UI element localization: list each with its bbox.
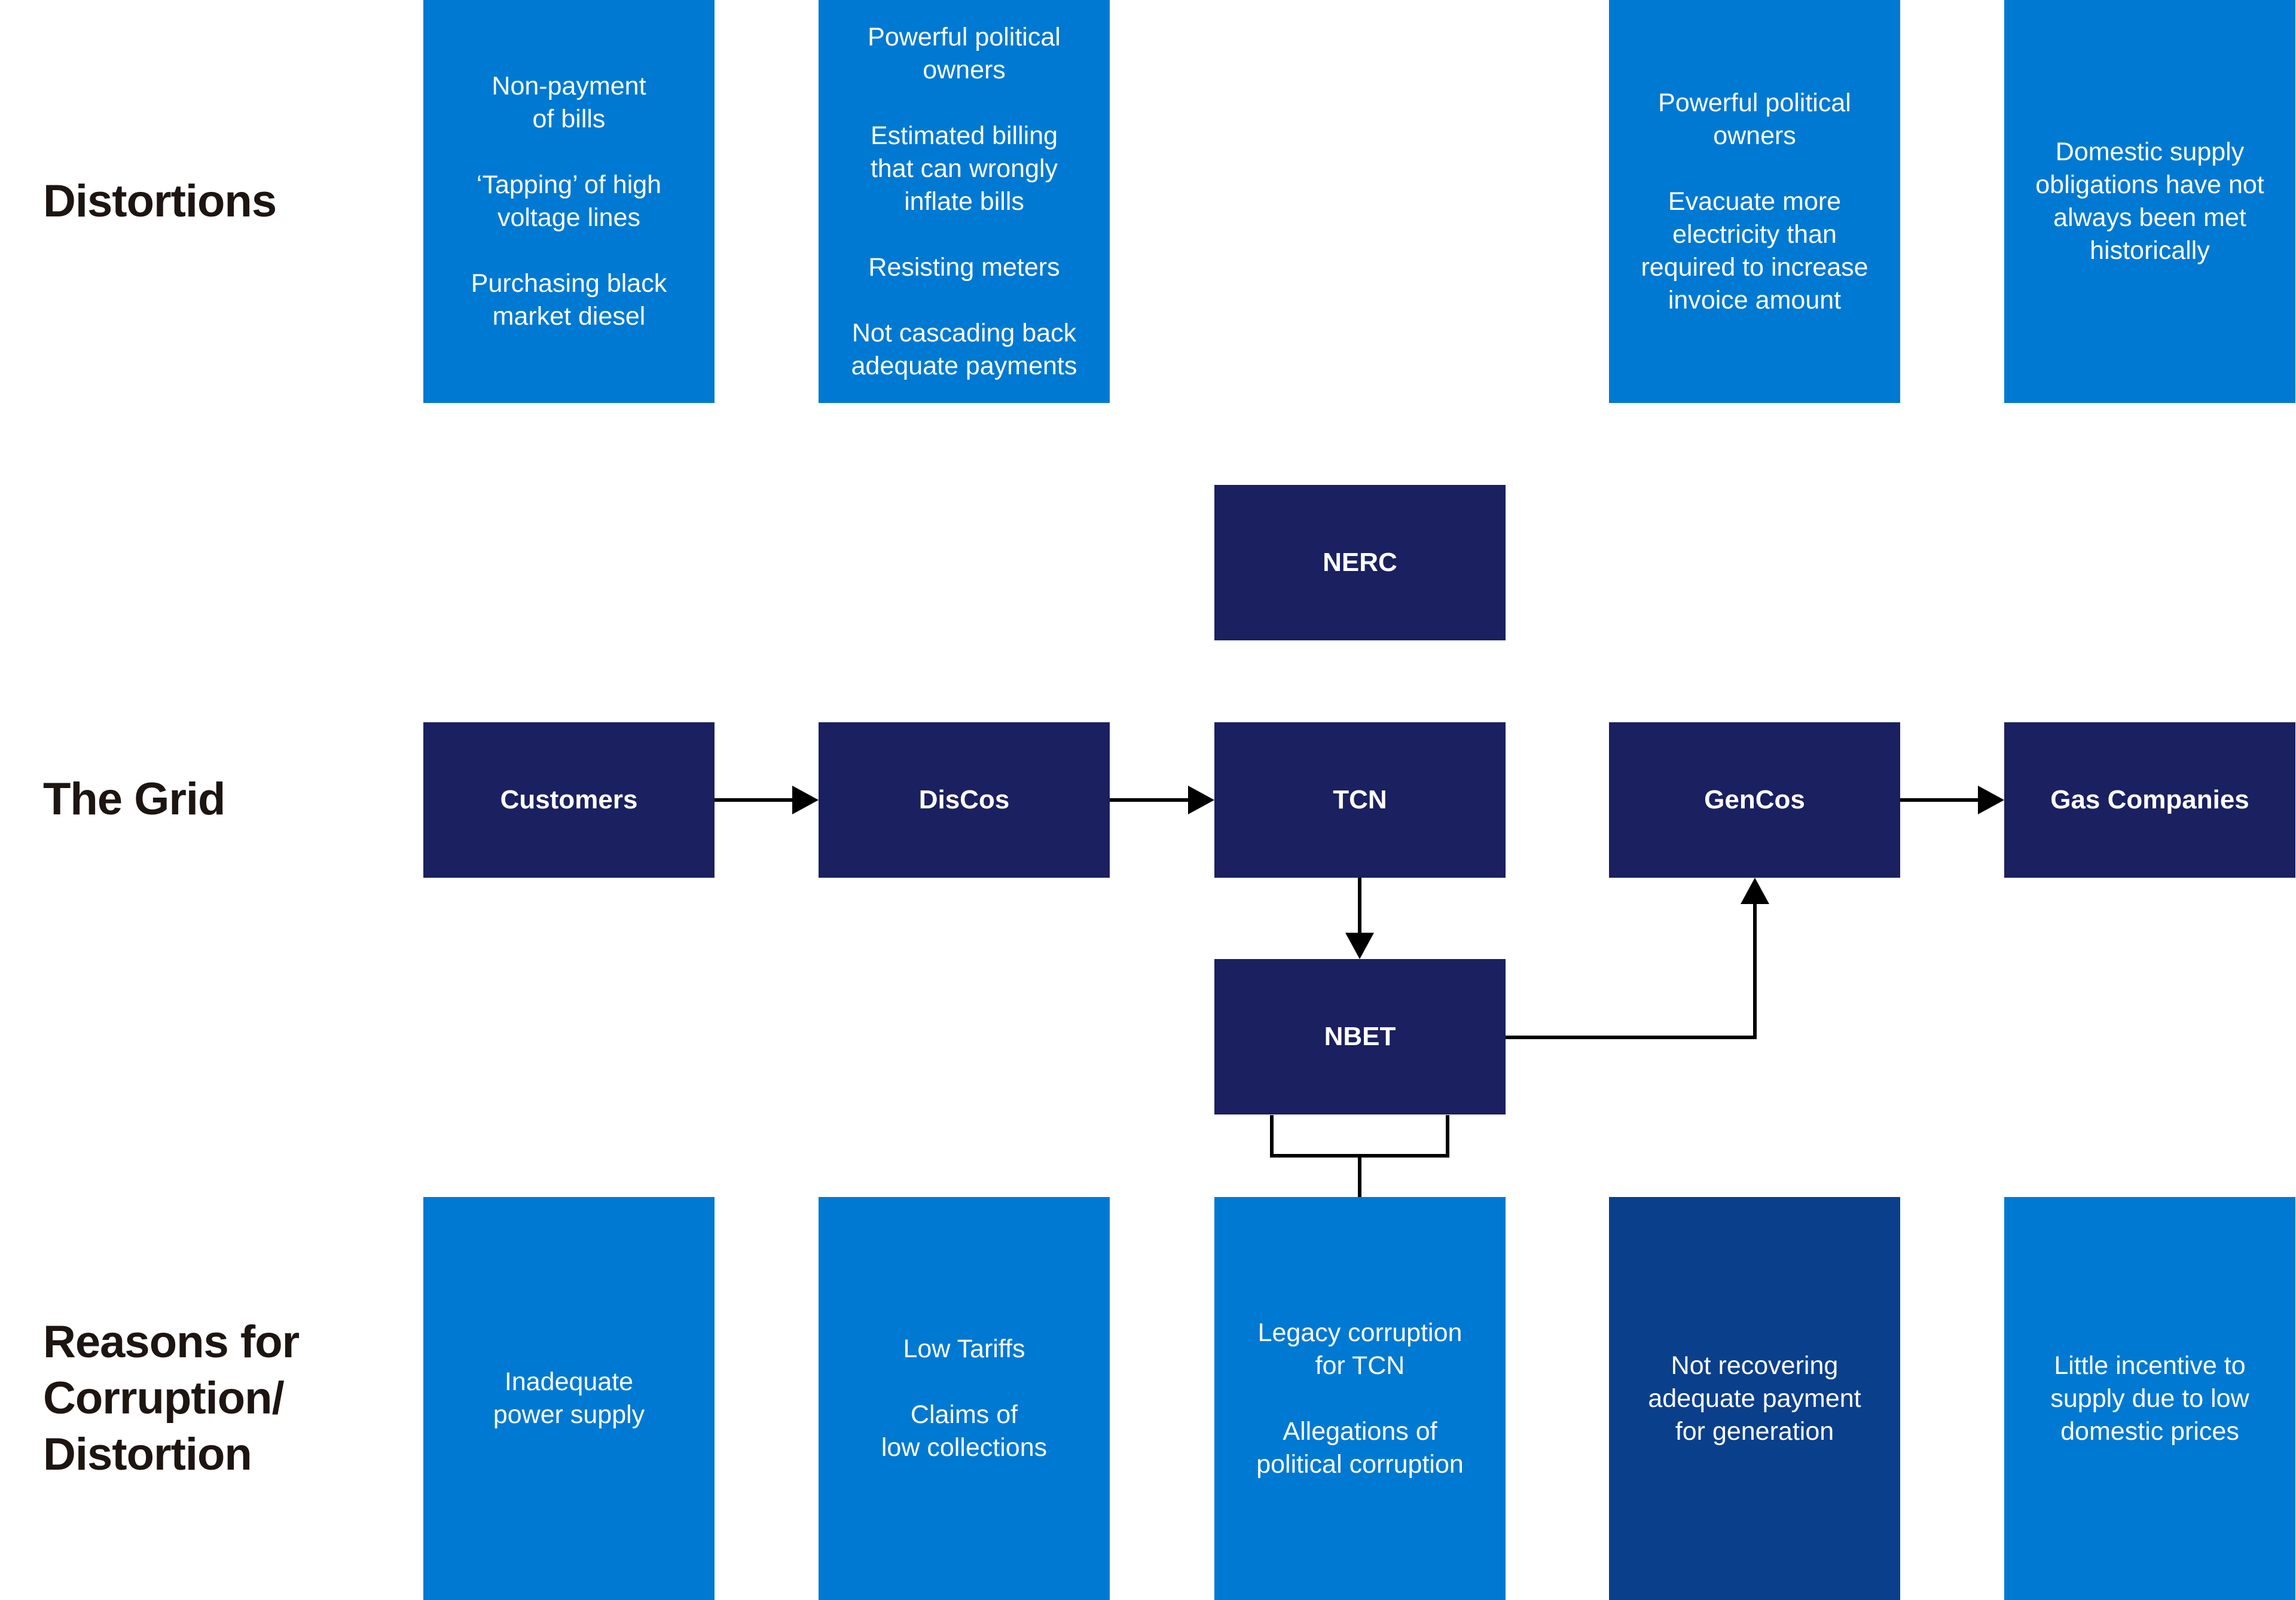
arrowhead-tcn — [1188, 786, 1214, 814]
box-text-line: Powerful political — [1658, 88, 1851, 117]
row-label-distortions: Distortions — [43, 173, 277, 230]
distortion-box-gas-companies: Domestic supply obligations have not alway… — [2004, 0, 2295, 403]
box-text-line: inflate bills — [904, 187, 1024, 216]
arrowhead-nbet — [1345, 933, 1374, 959]
box-text-line: adequate payments — [851, 351, 1077, 380]
box-paragraph: Not recovering adequate payment for genera… — [1648, 1349, 1861, 1448]
box-paragraph: Powerful political owners — [868, 21, 1061, 87]
box-text-line: owners — [1713, 121, 1796, 150]
box-text-line: of bills — [532, 105, 606, 133]
box-paragraph: Estimated billing that can wrongly inflate… — [871, 120, 1058, 218]
arrowhead-gas — [1978, 786, 2004, 814]
box-text-line: Little incentive to — [2054, 1351, 2246, 1380]
entity-gencos: GenCos — [1609, 722, 1900, 878]
box-text-line: voltage lines — [497, 203, 641, 232]
box-text-line: obligations have not — [2035, 170, 2264, 199]
label-line: Corruption/ — [43, 1373, 285, 1424]
reason-box-customers: Inadequate power supply — [423, 1197, 715, 1600]
arrowhead-gencos — [1741, 878, 1769, 904]
box-paragraph: Claims of low collections — [881, 1399, 1047, 1464]
arrow-nbet-to-gencos — [1505, 904, 1757, 1039]
box-text-line: market diesel — [492, 302, 646, 331]
box-text-line: ‘Tapping’ of high — [476, 170, 662, 199]
reason-box-gas-companies: Little incentive to supply due to low dome… — [2004, 1197, 2295, 1600]
bracket-nbet-to-reasons — [1270, 1115, 1449, 1158]
box-text-line: Non-payment — [491, 72, 646, 100]
box-text-line: that can wrongly — [870, 154, 1058, 183]
box-text-line: historically — [2090, 236, 2210, 265]
box-text-line: electricity than — [1672, 219, 1837, 249]
box-paragraph: Powerful political owners — [1658, 87, 1851, 152]
box-text-line: supply due to low — [2050, 1384, 2249, 1413]
arrowhead-discos — [792, 786, 819, 814]
box-paragraph: Little incentive to supply due to low dome… — [2050, 1349, 2249, 1448]
entity-customers: Customers — [423, 722, 715, 878]
box-paragraph: Resisting meters — [868, 251, 1060, 284]
box-text-line: Low Tariffs — [903, 1335, 1025, 1363]
box-paragraph: Purchasing black market diesel — [471, 267, 667, 333]
row-label-the-grid: The Grid — [43, 771, 225, 828]
distortion-box-customers: Non-payment of bills ‘Tapping’ of high volt… — [423, 0, 715, 403]
box-text-line: Inadequate — [504, 1367, 634, 1396]
box-text-line: Powerful political — [868, 22, 1061, 51]
box-text-line: Claims of — [910, 1400, 1018, 1429]
entity-tcn: TCN — [1214, 722, 1506, 878]
box-text-line: Not cascading back — [851, 318, 1077, 347]
reason-box-gencos: Not recovering adequate payment for genera… — [1609, 1197, 1900, 1600]
box-text-line: low collections — [881, 1433, 1048, 1462]
entity-discos: DisCos — [819, 722, 1110, 878]
box-text-line: domestic prices — [2060, 1416, 2239, 1446]
box-text-line: adequate payment — [1648, 1384, 1861, 1413]
box-text-line: for generation — [1675, 1416, 1834, 1446]
entity-nerc: NERC — [1214, 485, 1506, 640]
label-line: Reasons for — [43, 1317, 300, 1367]
box-text-line: for TCN — [1315, 1351, 1405, 1380]
box-text-line: Purchasing black — [471, 269, 667, 298]
box-text-line: Estimated billing — [870, 121, 1058, 150]
entity-gas-companies: Gas Companies — [2004, 722, 2295, 878]
box-paragraph: Non-payment of bills — [491, 70, 646, 136]
box-paragraph: Not cascading back adequate payments — [851, 317, 1077, 383]
box-text-line: Resisting meters — [868, 252, 1060, 282]
box-paragraph: Domestic supply obligations have not alway… — [2035, 136, 2264, 267]
box-text-line: Allegations of — [1283, 1416, 1437, 1446]
box-text-line: Legacy corruption — [1257, 1318, 1463, 1347]
box-text-line: required to increase — [1641, 252, 1868, 282]
box-text-line: owners — [923, 55, 1006, 84]
label-line: Distortions — [43, 176, 277, 227]
label-line: The Grid — [43, 774, 225, 825]
box-text-line: power supply — [493, 1400, 645, 1429]
label-line: Distortion — [43, 1429, 252, 1480]
entity-nbet: NBET — [1214, 959, 1506, 1114]
box-text-line: invoice amount — [1668, 285, 1842, 314]
box-text-line: political corruption — [1256, 1449, 1464, 1479]
box-paragraph: Inadequate power supply — [493, 1366, 645, 1431]
box-text-line: always been met — [2053, 203, 2246, 232]
box-text-line: Domestic supply — [2055, 138, 2245, 166]
box-text-line: Not recovering — [1671, 1351, 1839, 1380]
box-text-line: Evacuate more — [1668, 187, 1842, 216]
box-paragraph: Low Tariffs — [903, 1333, 1025, 1366]
box-paragraph: Legacy corruption for TCN — [1258, 1317, 1463, 1382]
box-paragraph: ‘Tapping’ of high voltage lines — [477, 169, 661, 234]
